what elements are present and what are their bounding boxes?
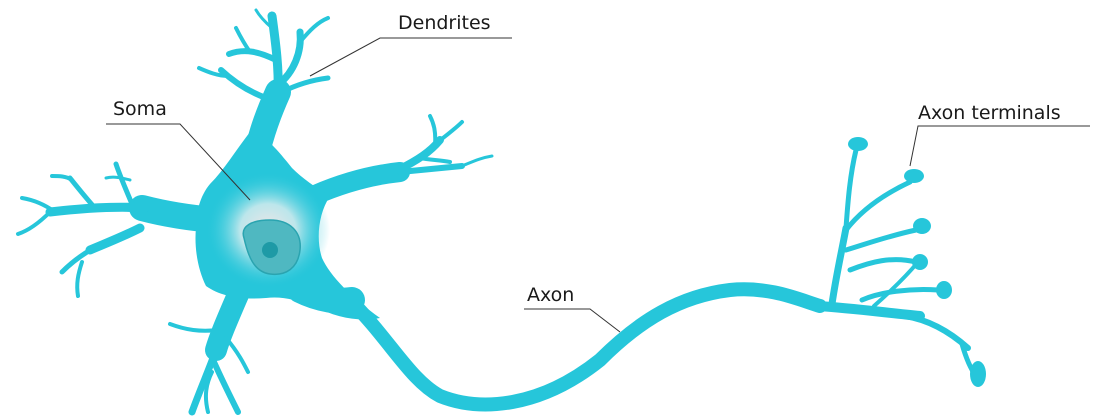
label-axon: Axon xyxy=(527,286,574,305)
nucleolus xyxy=(262,242,278,258)
leader-dendrites xyxy=(310,38,512,76)
axon xyxy=(350,289,820,404)
axon-terminals xyxy=(818,150,976,376)
label-soma: Soma xyxy=(113,100,167,119)
label-axon-terminals: Axon terminals xyxy=(918,104,1061,123)
leader-axon-terminals xyxy=(910,126,1090,166)
label-dendrites: Dendrites xyxy=(398,14,491,33)
leader-axon xyxy=(524,309,620,332)
dendrite-left xyxy=(18,164,215,296)
dendrite-right xyxy=(315,116,492,195)
neuron xyxy=(18,10,986,412)
dendrite-bottom xyxy=(170,290,248,412)
